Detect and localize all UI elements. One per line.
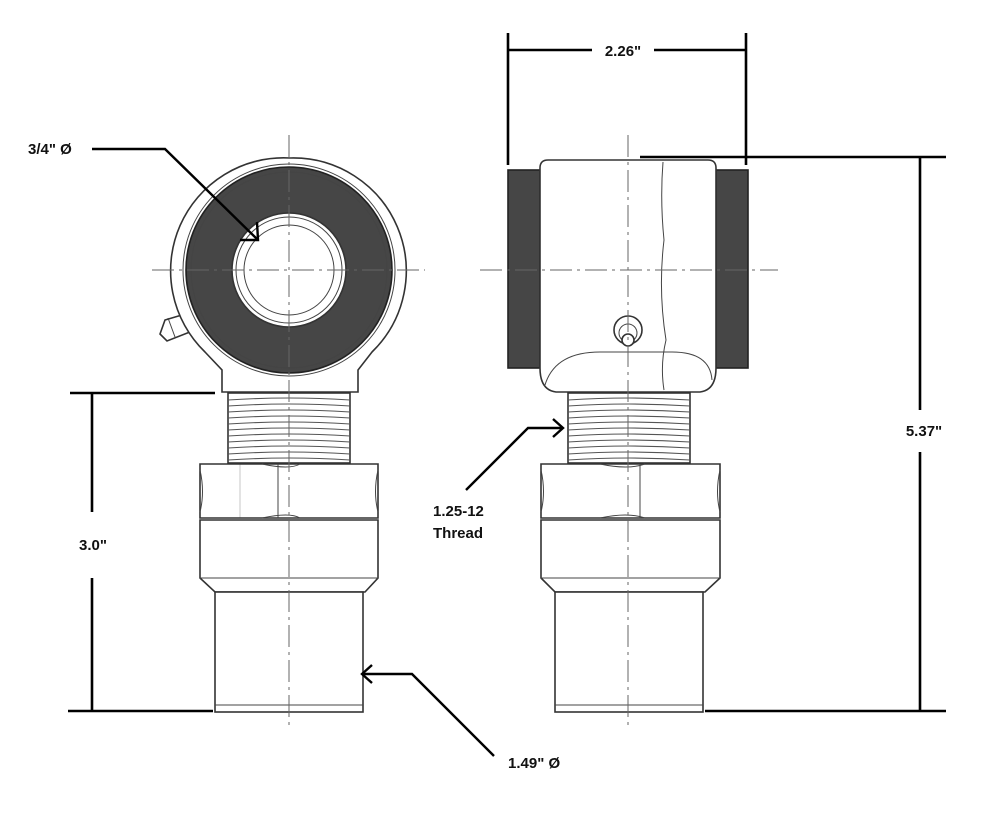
dimension-bore: 3/4" Ø (28, 141, 260, 242)
width-label: 2.26" (605, 43, 641, 60)
thread-crest (227, 445, 351, 449)
overall-length-label: 5.37" (906, 423, 942, 440)
thread-crest (567, 397, 691, 401)
thread-crest (567, 415, 691, 419)
hex-nut-side (540, 463, 721, 519)
shank-diameter-label: 1.49" Ø (508, 755, 560, 772)
thread-spec-line1: 1.25-12 (433, 503, 484, 520)
thread-crest (227, 403, 351, 407)
thread-crest (567, 439, 691, 443)
bore-diameter-label: 3/4" Ø (28, 141, 72, 158)
thread-crest (567, 445, 691, 449)
thread-crest (567, 433, 691, 437)
thread-crest (227, 439, 351, 443)
side-view (480, 135, 778, 730)
bushing-right-side (715, 169, 749, 369)
thread-crest (567, 457, 691, 461)
shank-length-label: 3.0" (79, 537, 107, 554)
dimension-shank-diameter: 1.49" Ø (360, 664, 560, 772)
collar-side (540, 519, 721, 593)
thread-crest (567, 451, 691, 455)
dimension-overall-length: 5.37" (640, 155, 946, 713)
thread-crest (567, 409, 691, 413)
dimension-shank-length: 3.0" (68, 391, 215, 713)
thread-spec-line2: Thread (433, 525, 483, 542)
front-view (152, 135, 425, 730)
thread-side (567, 392, 691, 464)
shank-side (554, 591, 704, 713)
bushing-left-side (507, 169, 541, 369)
dimension-width: 2.26" (506, 33, 748, 165)
thread-crest (567, 427, 691, 431)
dimension-thread: 1.25-12 Thread (433, 418, 565, 542)
thread-crest (567, 403, 691, 407)
thread-crest (567, 421, 691, 425)
